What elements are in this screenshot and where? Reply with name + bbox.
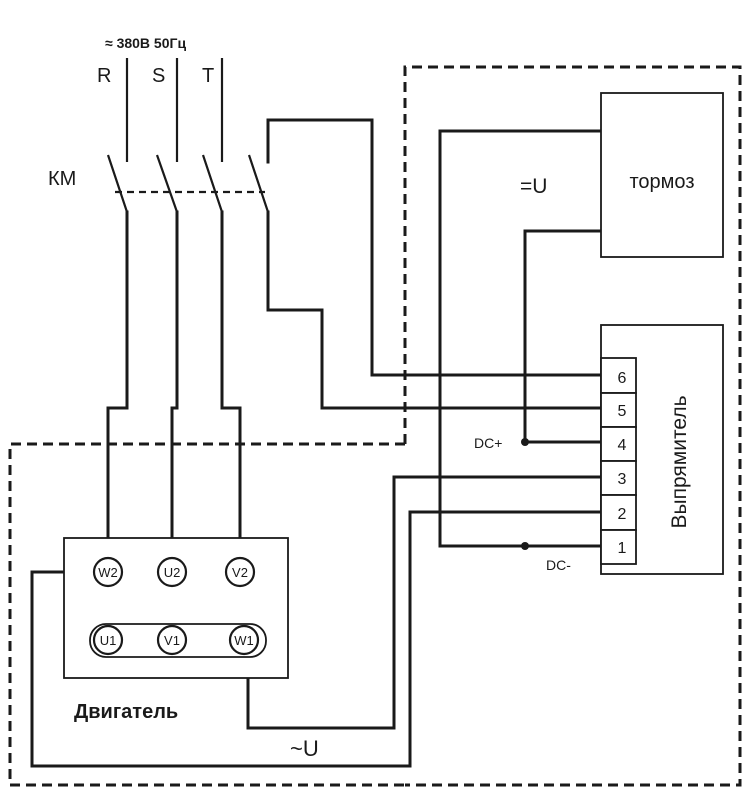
supply-label: ≈ 380В 50Гц xyxy=(105,35,186,51)
wire-aux-to-terminal-5 xyxy=(266,210,603,410)
wire-w2-to-terminal-2 xyxy=(30,510,603,768)
rectifier-terminal-1 xyxy=(600,529,637,565)
motor-bottom-terminals: U1 V1 W1 xyxy=(92,624,260,656)
motor-top-terminals: W2 U2 V2 xyxy=(92,556,256,588)
contactor-label: КМ xyxy=(48,168,76,190)
wire-phase-s xyxy=(170,210,179,559)
brake-rectifier-enclosure xyxy=(403,65,742,787)
wire-brake-bottom xyxy=(523,229,603,444)
dc-minus-label: DC- xyxy=(546,557,571,573)
motor-terminal-u1 xyxy=(92,624,124,656)
motor-terminal-label-u1: U1 xyxy=(100,633,117,648)
motor-terminal-label-v2: V2 xyxy=(232,565,248,580)
dc-plus-label: DC+ xyxy=(474,435,502,451)
terminal-label-3: 3 xyxy=(618,471,627,488)
rectifier-label: Выпрямитель xyxy=(668,395,691,528)
wire-brake-top xyxy=(438,129,603,548)
phase-label-s: S xyxy=(152,65,165,87)
motor-enclosure xyxy=(8,442,405,787)
terminal-label-1: 1 xyxy=(618,540,627,557)
wire-w1-to-terminal-3 xyxy=(246,475,603,730)
rectifier-terminal-4 xyxy=(600,426,637,462)
motor-terminal-w1 xyxy=(228,624,260,656)
brake-label: тормоз xyxy=(630,171,695,193)
dc-minus-junction xyxy=(521,542,529,550)
motor-terminal-label-v1: V1 xyxy=(164,633,180,648)
terminal-label-5: 5 xyxy=(618,403,627,420)
terminal-label-4: 4 xyxy=(618,437,627,454)
phase-label-r: R xyxy=(97,65,111,87)
wire-phase-r xyxy=(106,210,129,559)
phase-label-t: T xyxy=(202,65,214,87)
terminal-label-2: 2 xyxy=(618,506,627,523)
motor-ac-voltage-label: ~U xyxy=(290,736,319,761)
motor-terminal-label-w1: W1 xyxy=(234,633,254,648)
rectifier-terminal-block: 6 5 4 3 2 1 xyxy=(600,357,637,565)
motor-terminal-u2 xyxy=(156,556,188,588)
motor-terminal-v1 xyxy=(156,624,188,656)
motor-terminal-w2 xyxy=(92,556,124,588)
dc-plus-junction xyxy=(521,438,529,446)
wire-aux-to-terminal-6 xyxy=(266,118,603,377)
brake-voltage-label: =U xyxy=(520,175,547,198)
motor-label: Двигатель xyxy=(74,701,178,723)
wire-phase-t xyxy=(220,210,242,559)
contactor-switches xyxy=(106,154,270,213)
terminal-label-6: 6 xyxy=(618,370,627,387)
motor-terminal-v2 xyxy=(224,556,256,588)
rectifier-terminal-6 xyxy=(600,357,637,394)
motor-terminal-label-w2: W2 xyxy=(98,565,118,580)
motor-terminal-label-u2: U2 xyxy=(164,565,181,580)
brake-box xyxy=(600,92,724,258)
